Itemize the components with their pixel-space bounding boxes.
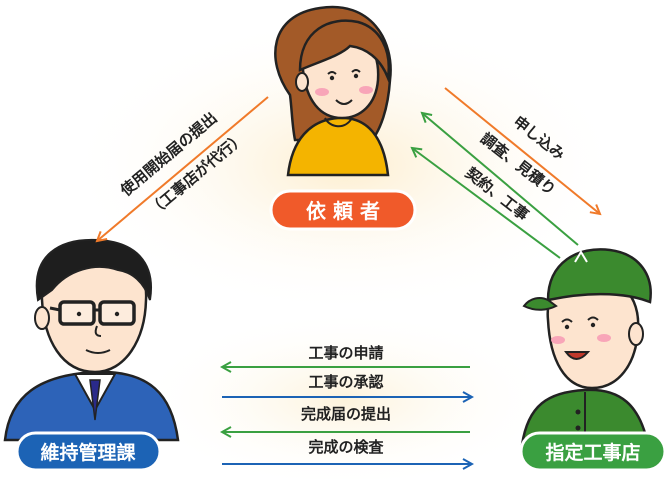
flow-label-2: 工事の承認 [308, 373, 383, 391]
requester-label: 依 頼 者 [306, 199, 380, 223]
maintenance-staff-illustration [3, 238, 180, 442]
designated-contractor-label: 指定工事店 [545, 441, 640, 464]
right-diagonal-arrow-contract [412, 148, 561, 259]
flow-label-1: 工事の申請 [308, 344, 383, 362]
flow-label-4: 完成の検査 [308, 438, 384, 456]
flow-label-3: 完成届の提出 [301, 405, 391, 423]
designated-contractor-badge: 指定工事店 [519, 431, 667, 472]
right-diagonal-arrow-survey [422, 113, 579, 246]
requester-badge: 依 頼 者 [269, 189, 417, 231]
maintenance-section-label: 維持管理課 [40, 441, 136, 464]
background-glow-bottom [135, 310, 555, 479]
requester-illustration [274, 5, 392, 177]
right-diagonal-arrow-request [444, 87, 600, 214]
contractor-illustration [520, 248, 652, 447]
horizontal-flows: 工事の申請 工事の承認 完成届の提出 完成の検査 [222, 344, 472, 464]
maintenance-section-badge: 維持管理課 [15, 431, 162, 472]
left-diagonal-arrow [97, 96, 269, 241]
